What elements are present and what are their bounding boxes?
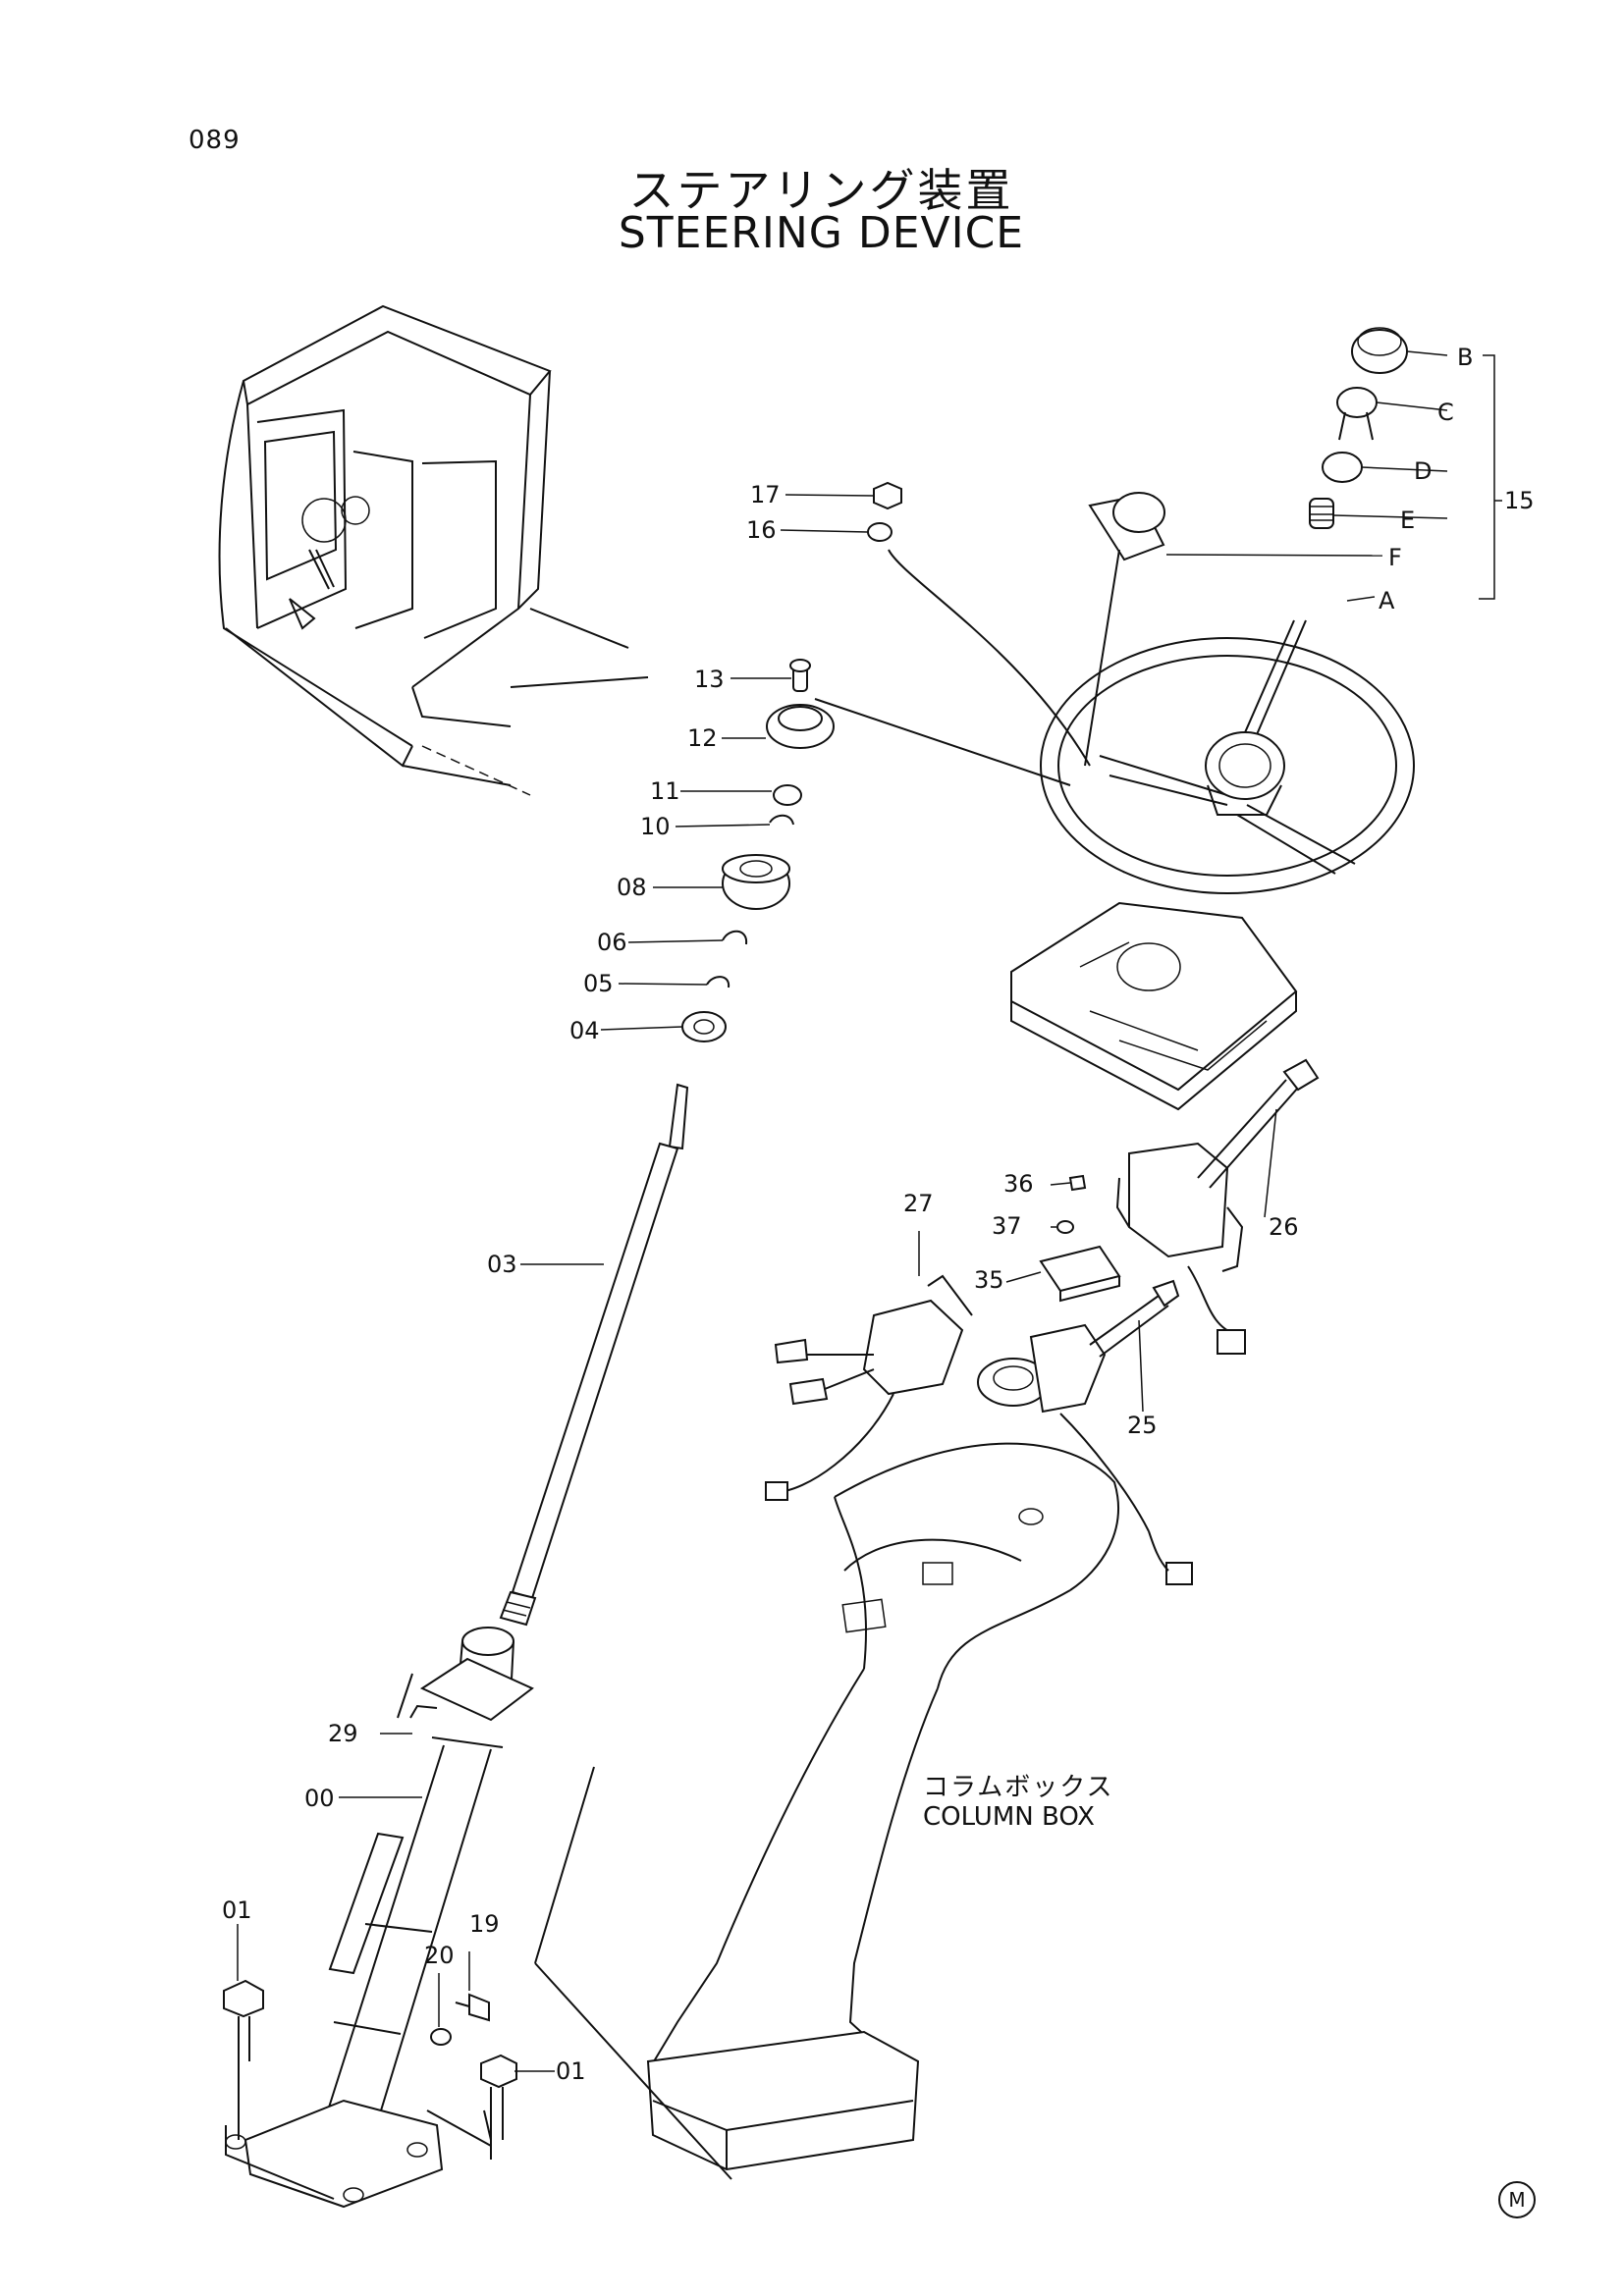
part-label-16: 16 bbox=[746, 516, 777, 544]
part-label-F: F bbox=[1388, 544, 1402, 571]
hub-exploded-parts bbox=[681, 481, 1091, 1042]
part-label-11: 11 bbox=[650, 777, 680, 805]
part-label-20: 20 bbox=[424, 1942, 455, 1969]
title-english: STEERING DEVICE bbox=[618, 208, 1025, 258]
cab-inset-illustration bbox=[218, 304, 649, 796]
part-label-04: 04 bbox=[569, 1017, 600, 1044]
part-label-36: 36 bbox=[1003, 1170, 1034, 1198]
part-label-25: 25 bbox=[1127, 1412, 1158, 1439]
page-number: 089 bbox=[189, 126, 241, 155]
combination-switch-27 bbox=[765, 1274, 973, 1501]
combination-switch-25 bbox=[977, 1279, 1193, 1585]
part-label-B: B bbox=[1457, 344, 1473, 371]
part-label-35: 35 bbox=[974, 1266, 1004, 1294]
column-box-label-ja: コラムボックス bbox=[923, 1773, 1114, 1802]
part-label-08: 08 bbox=[617, 874, 647, 901]
part-label-37: 37 bbox=[992, 1212, 1022, 1240]
part-label-00: 00 bbox=[304, 1785, 335, 1812]
bracket-35-screws bbox=[1039, 1174, 1121, 1303]
part-label-01-left: 01 bbox=[222, 1896, 252, 1924]
part-label-29: 29 bbox=[328, 1720, 358, 1747]
steering-wheel bbox=[1040, 492, 1415, 894]
combination-switch-26 bbox=[1115, 1058, 1320, 1355]
part-label-E: E bbox=[1400, 507, 1415, 534]
horn-cap-assembly bbox=[1309, 327, 1408, 529]
part-label-26: 26 bbox=[1269, 1213, 1299, 1241]
mounting-bolts bbox=[223, 1979, 517, 2160]
part-label-12: 12 bbox=[687, 724, 718, 752]
part-label-03: 03 bbox=[487, 1251, 517, 1278]
instrument-panel-cover bbox=[1010, 901, 1298, 1111]
column-box-label-en: COLUMN BOX bbox=[923, 1802, 1095, 1832]
m-mark-symbol: M bbox=[1498, 2181, 1536, 2218]
part-label-A: A bbox=[1379, 587, 1395, 614]
part-label-06: 06 bbox=[597, 929, 627, 956]
steering-column-tube bbox=[225, 1627, 534, 2209]
part-label-17: 17 bbox=[750, 481, 781, 508]
part-label-05: 05 bbox=[583, 970, 614, 997]
column-box-housing bbox=[534, 1442, 1119, 2180]
part-label-01-right: 01 bbox=[556, 2057, 586, 2085]
part-number-labels: 17 16 13 12 11 10 08 06 05 04 03 29 00 0… bbox=[222, 344, 1535, 2085]
part-label-C: C bbox=[1437, 399, 1454, 426]
leader-lines bbox=[237, 350, 1502, 2072]
title-japanese: ステアリング装置 bbox=[628, 164, 1014, 217]
part-label-13: 13 bbox=[694, 666, 725, 693]
part-label-19: 19 bbox=[469, 1910, 500, 1938]
part-label-15: 15 bbox=[1504, 487, 1535, 514]
part-label-D: D bbox=[1414, 457, 1432, 485]
part-label-27: 27 bbox=[903, 1190, 934, 1217]
part-label-10: 10 bbox=[640, 813, 671, 840]
steering-shaft bbox=[499, 1083, 689, 1627]
